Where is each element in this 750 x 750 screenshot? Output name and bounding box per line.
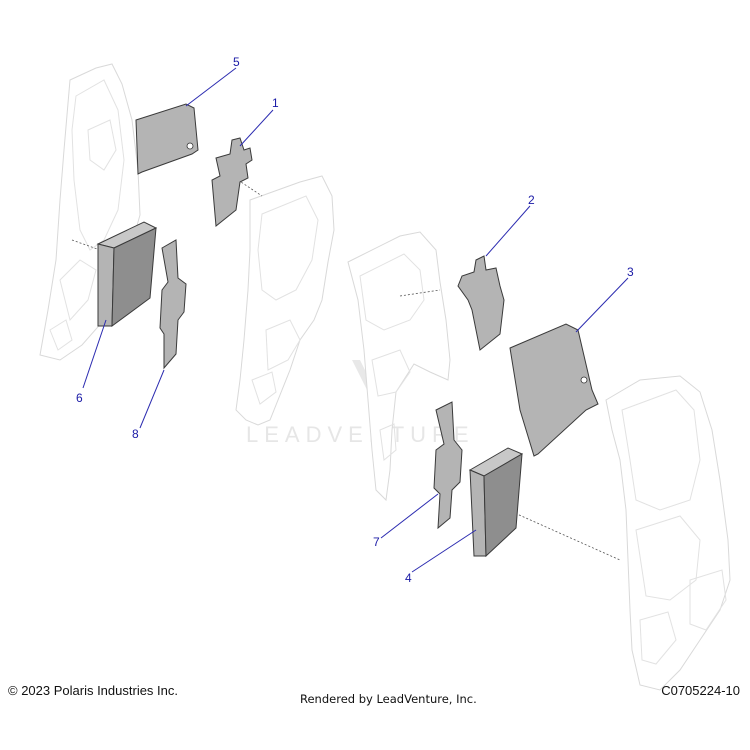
callout-6: 6 xyxy=(76,391,83,405)
callout-5: 5 xyxy=(233,55,240,69)
part-7-strip xyxy=(433,401,463,530)
leader-8 xyxy=(139,369,165,429)
part-2-pad xyxy=(457,255,505,351)
callout-2: 2 xyxy=(528,193,535,207)
callout-3: 3 xyxy=(627,265,634,279)
ghost-right-door-frame xyxy=(605,375,731,691)
callout-7: 7 xyxy=(373,535,380,549)
leader-4 xyxy=(411,529,477,573)
part-3-hole xyxy=(580,376,588,384)
part-5-pad xyxy=(135,103,199,175)
leader-6 xyxy=(82,319,107,389)
part-8-strip xyxy=(159,239,187,370)
watermark-text: LEADVENTURE xyxy=(246,422,475,447)
ghost-center-left-panel xyxy=(235,175,335,426)
leader-2 xyxy=(485,205,531,257)
assembly-lines xyxy=(71,179,621,561)
part-4-block xyxy=(468,447,524,558)
callouts: 1 2 3 4 5 6 7 8 xyxy=(76,55,634,585)
leader-1 xyxy=(239,109,274,147)
part-3-pad xyxy=(509,323,599,457)
part-5-hole xyxy=(186,142,194,150)
part-6-block xyxy=(96,221,158,328)
part-1-pad xyxy=(211,137,253,227)
diagram-code: C0705224-10 xyxy=(661,683,740,698)
ghost-center-right-panel xyxy=(347,231,451,502)
leader-lines xyxy=(82,67,629,573)
copyright-text: © 2023 Polaris Industries Inc. xyxy=(8,683,178,698)
callout-8: 8 xyxy=(132,427,139,441)
rendered-by-text: Rendered by LeadVenture, Inc. xyxy=(300,692,477,706)
leader-7 xyxy=(380,493,439,539)
callout-1: 1 xyxy=(272,96,279,110)
leader-3 xyxy=(575,277,629,333)
callout-4: 4 xyxy=(405,571,412,585)
leader-5 xyxy=(185,67,237,107)
